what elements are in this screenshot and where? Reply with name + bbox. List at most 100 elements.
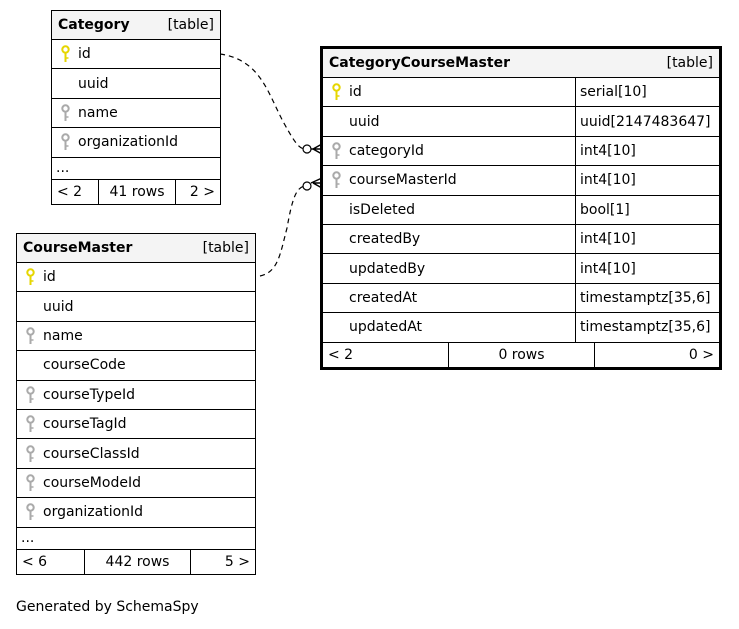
table-name: Category [58,17,130,33]
column-row[interactable]: courseTypeId [17,381,255,410]
column-row[interactable]: courseCode [17,351,255,381]
column-name: courseClassId [43,445,140,462]
column-name: createdAt [349,289,418,306]
table-footer: < 6 442 rows 5 > [17,549,255,574]
column-row[interactable]: organizationId [17,498,255,528]
column-type: int4[10] [575,166,719,195]
column-row[interactable]: courseClassId [17,439,255,469]
table-kind: [table] [167,17,214,33]
column-row[interactable]: courseTagId [17,410,255,440]
column-row[interactable]: id [52,40,220,70]
column-name: courseMasterId [349,172,457,189]
column-name-cell: uuid [17,292,255,320]
parent-count[interactable]: < 6 [22,553,48,570]
column-name: id [349,84,362,101]
column-name: courseTagId [43,416,127,433]
table-header: CategoryCourseMaster [table] [323,49,719,78]
column-row[interactable]: categoryId int4[10] [323,136,719,167]
column-type: uuid[2147483647] [575,107,719,136]
column-name: name [43,327,83,344]
table-header: CourseMaster [table] [17,234,255,263]
column-name: uuid [43,298,74,315]
column-row[interactable]: uuid [52,69,220,99]
column-name-cell: courseClassId [17,439,255,467]
child-count[interactable]: 0 > [688,346,714,363]
column-name: courseCode [43,357,126,374]
child-count[interactable]: 2 > [189,183,215,200]
column-row[interactable]: createdAt timestamptz[35,6] [323,283,719,314]
column-name: createdBy [349,231,421,248]
column-name-cell: name [17,322,255,350]
column-row[interactable]: name [17,322,255,352]
column-name-cell: courseTypeId [17,381,255,409]
column-name-cell: updatedBy [323,254,575,282]
index-key-icon [23,414,37,434]
table-coursemaster[interactable]: CourseMaster [table] id uuid name courseCod… [16,233,256,575]
parent-count[interactable]: < 2 [328,346,354,363]
table-name: CourseMaster [23,240,133,256]
column-name: courseTypeId [43,386,135,403]
column-row[interactable]: isDeleted bool[1] [323,195,719,225]
column-name-cell: courseMasterId [323,166,575,194]
primary-key-icon [23,267,37,287]
column-row[interactable]: uuid [17,292,255,322]
column-name-cell: isDeleted [323,196,575,224]
row-count: 41 rows [98,179,176,204]
column-row[interactable]: id [17,263,255,293]
column-row[interactable]: courseMasterId int4[10] [323,166,719,196]
column-name: organizationId [43,504,144,521]
column-type: int4[10] [575,136,719,166]
column-name: id [43,269,56,286]
column-name-cell: organizationId [17,498,255,526]
column-name-cell: courseModeId [17,469,255,497]
table-header: Category [table] [52,11,220,40]
primary-key-icon [329,82,343,102]
column-name-cell: categoryId [323,137,575,165]
column-name: updatedAt [349,319,423,336]
column-row[interactable]: courseModeId [17,469,255,499]
column-row[interactable]: organizationId [52,128,220,158]
column-type: timestamptz[35,6] [575,283,719,313]
column-name-cell: uuid [52,69,220,97]
column-name: name [78,104,118,121]
table-name: CategoryCourseMaster [329,55,510,71]
table-footer: < 2 0 rows 0 > [323,342,719,367]
column-name-cell: uuid [323,107,575,135]
more-columns-ellipsis: ... [52,158,220,180]
index-key-icon [23,473,37,493]
column-name-cell: name [52,99,220,127]
column-name-cell: createdBy [323,225,575,253]
column-name: isDeleted [349,201,416,218]
table-kind: [table] [202,240,249,256]
column-name-cell: id [323,78,575,106]
column-name: updatedBy [349,260,426,277]
column-name: categoryId [349,142,424,159]
link-category-optional-marker [302,144,312,154]
index-key-icon [23,326,37,346]
parent-count[interactable]: < 2 [57,183,83,200]
column-name-cell: createdAt [323,284,575,312]
index-key-icon [23,502,37,522]
column-type: bool[1] [575,195,719,224]
column-name: organizationId [78,134,179,151]
column-row[interactable]: name [52,99,220,129]
column-name-cell: id [17,263,255,291]
child-count[interactable]: 5 > [224,553,250,570]
index-key-icon [58,132,72,152]
link-coursemaster-to-categorycoursemaster [259,185,307,277]
link-coursemaster-optional-marker [302,181,312,191]
table-kind: [table] [666,55,713,71]
column-name-cell: organizationId [52,128,220,156]
column-name-cell: updatedAt [323,313,575,341]
index-key-icon [58,103,72,123]
